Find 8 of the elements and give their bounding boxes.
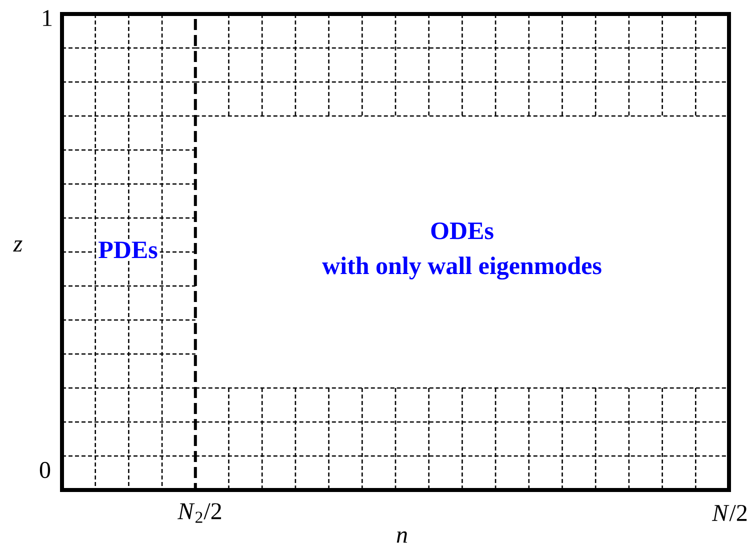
tick-label: 0 xyxy=(40,462,50,478)
axis-label: z xyxy=(13,240,22,252)
region-label: ODEs with only wall eigenmodes xyxy=(320,220,604,282)
axis-label: n xyxy=(396,531,407,543)
tick-label: N$_{2}$/2 xyxy=(177,503,222,523)
tick-label: 1 xyxy=(43,10,52,26)
tick-label: N/2 xyxy=(712,504,747,522)
region-label: PDEs xyxy=(96,240,160,260)
